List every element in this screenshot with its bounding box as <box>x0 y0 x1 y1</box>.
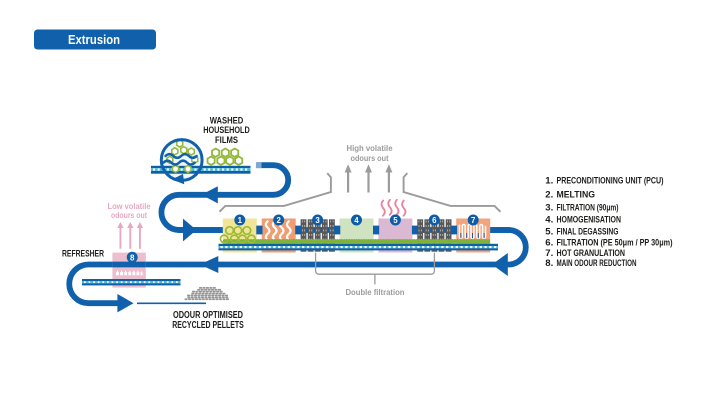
svg-text:2.: 2. <box>545 190 553 201</box>
svg-text:WASHED: WASHED <box>210 116 244 127</box>
svg-text:FILMS: FILMS <box>215 135 238 146</box>
svg-text:HOUSEHOLD: HOUSEHOLD <box>203 125 250 136</box>
svg-text:2: 2 <box>277 216 282 225</box>
svg-text:MAIN ODOUR REDUCTION: MAIN ODOUR REDUCTION <box>557 258 637 269</box>
svg-text:FILTRATION (90μm): FILTRATION (90μm) <box>557 202 619 213</box>
svg-text:REFRESHER: REFRESHER <box>62 249 104 260</box>
svg-text:odours out: odours out <box>351 153 389 163</box>
svg-text:4.: 4. <box>545 215 553 226</box>
svg-text:3.: 3. <box>545 202 553 213</box>
svg-text:PRECONDITIONING UNIT (PCU): PRECONDITIONING UNIT (PCU) <box>557 175 664 186</box>
svg-text:Low volatile: Low volatile <box>108 201 151 211</box>
svg-text:FILTRATION (PE 50μm / PP 30μm): FILTRATION (PE 50μm / PP 30μm) <box>557 237 673 248</box>
svg-text:Double filtration: Double filtration <box>346 287 405 297</box>
svg-text:8.: 8. <box>545 258 553 269</box>
svg-text:HOT GRANULATION: HOT GRANULATION <box>557 248 626 259</box>
svg-text:6.: 6. <box>545 237 553 248</box>
svg-text:HOMOGENISATION: HOMOGENISATION <box>557 215 622 226</box>
svg-text:7.: 7. <box>545 248 553 259</box>
svg-text:1.: 1. <box>545 175 553 186</box>
svg-text:1: 1 <box>238 216 243 225</box>
svg-text:RECYCLED PELLETS: RECYCLED PELLETS <box>172 320 244 331</box>
svg-text:6: 6 <box>432 216 437 225</box>
svg-text:5: 5 <box>393 216 398 225</box>
svg-text:3: 3 <box>315 216 320 225</box>
svg-text:MELTING: MELTING <box>557 190 596 201</box>
svg-text:Extrusion: Extrusion <box>68 32 120 47</box>
svg-text:ODOUR OPTIMISED: ODOUR OPTIMISED <box>173 310 243 321</box>
svg-text:FINAL DEGASSING: FINAL DEGASSING <box>557 226 619 237</box>
svg-text:5.: 5. <box>545 226 553 237</box>
svg-text:8: 8 <box>130 253 135 262</box>
svg-text:4: 4 <box>354 216 359 225</box>
svg-text:7: 7 <box>471 216 476 225</box>
svg-text:High volatile: High volatile <box>347 143 393 153</box>
svg-text:odours out: odours out <box>111 210 147 220</box>
